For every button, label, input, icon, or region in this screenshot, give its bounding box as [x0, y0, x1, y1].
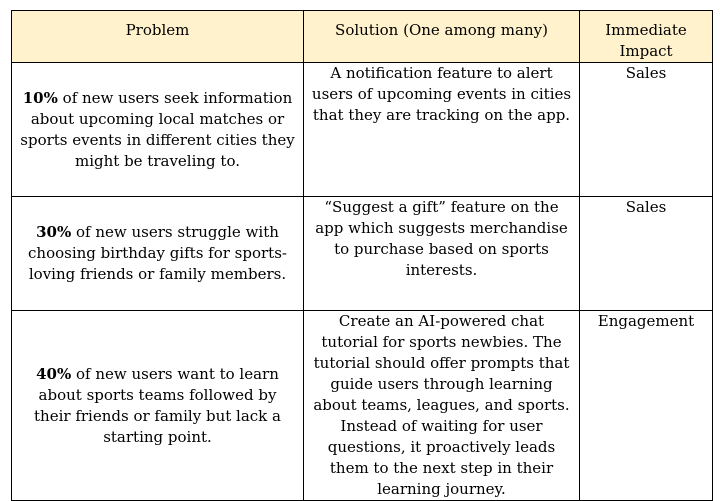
solution-cell: A notification feature to alert users of… — [303, 62, 580, 197]
header-problem: Problem — [11, 10, 304, 63]
problem-cell: 40% of new users want to learn about spo… — [11, 310, 304, 501]
impact-cell: Sales — [579, 62, 713, 197]
problem-description: of new users want to learn about sports … — [34, 364, 281, 446]
impact-cell: Sales — [579, 196, 713, 311]
header-immediate-impact: Immediate Impact — [579, 10, 713, 63]
problem-percentage: 30% — [36, 223, 72, 241]
problem-percentage: 40% — [36, 364, 72, 383]
problem-description: of new users struggle with choosing birt… — [28, 223, 287, 283]
table-row: 30% of new users struggle with choosing … — [11, 196, 713, 311]
solution-cell: Create an AI-powered chat tutorial for s… — [303, 310, 580, 501]
table-row: 40% of new users want to learn about spo… — [11, 310, 713, 501]
impact-cell: Engagement — [579, 310, 713, 501]
table-row: 10% of new users seek information about … — [11, 62, 713, 197]
problem-percentage: 10% — [22, 88, 58, 107]
problem-description: of new users seek information about upco… — [20, 88, 295, 170]
problem-cell: 10% of new users seek information about … — [11, 62, 304, 197]
solution-cell: “Suggest a gift” feature on the app whic… — [303, 196, 580, 311]
problem-cell: 30% of new users struggle with choosing … — [11, 196, 304, 311]
problem-solution-table: Problem Solution (One among many) Immedi… — [11, 10, 713, 501]
table-header-row: Problem Solution (One among many) Immedi… — [11, 10, 713, 63]
header-solution: Solution (One among many) — [303, 10, 580, 63]
